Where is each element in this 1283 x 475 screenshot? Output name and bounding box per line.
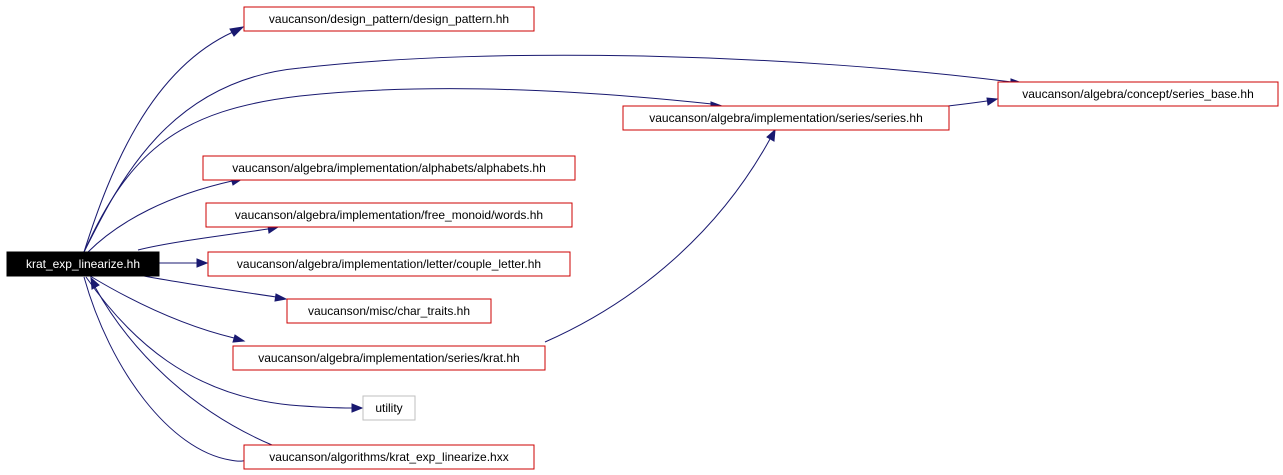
node-krat[interactable]: vaucanson/algebra/implementation/series/… — [232, 345, 546, 371]
node-char-traits[interactable]: vaucanson/misc/char_traits.hh — [286, 298, 492, 324]
edge-krat-exp-linearize-hxx-to-root — [90, 276, 273, 446]
node-series[interactable]: vaucanson/algebra/implementation/series/… — [622, 105, 950, 131]
node-words[interactable]: vaucanson/algebra/implementation/free_mo… — [205, 202, 573, 228]
edge-root-to-couple-letter — [159, 258, 209, 268]
edge-root-to-utility — [85, 276, 364, 413]
node-utility-label: utility — [375, 401, 402, 415]
node-design-pattern-label: vaucanson/design_pattern/design_pattern.… — [269, 12, 509, 26]
node-char-traits-label: vaucanson/misc/char_traits.hh — [308, 304, 470, 318]
edge-root-to-char-traits — [143, 275, 288, 302]
node-couple-letter[interactable]: vaucanson/algebra/implementation/letter/… — [207, 251, 571, 277]
node-root[interactable]: krat_exp_linearize.hh — [6, 251, 160, 277]
node-root-label: krat_exp_linearize.hh — [26, 257, 140, 271]
node-design-pattern[interactable]: vaucanson/design_pattern/design_pattern.… — [243, 6, 535, 32]
nodes: krat_exp_linearize.hh vaucanson/design_p… — [6, 6, 1279, 470]
node-krat-exp-linearize-hxx-label: vaucanson/algorithms/krat_exp_linearize.… — [269, 450, 508, 464]
node-alphabets-label: vaucanson/algebra/implementation/alphabe… — [232, 161, 546, 175]
edge-root-to-design-pattern — [83, 26, 245, 253]
node-couple-letter-label: vaucanson/algebra/implementation/letter/… — [237, 257, 541, 271]
node-utility[interactable]: utility — [362, 395, 416, 421]
node-krat-label: vaucanson/algebra/implementation/series/… — [258, 351, 519, 365]
edge-root-to-krat — [89, 275, 246, 343]
edge-krat-to-series — [544, 128, 776, 343]
node-series-base[interactable]: vaucanson/algebra/concept/series_base.hh — [997, 81, 1279, 107]
edge-series-to-series-base — [947, 97, 999, 107]
node-alphabets[interactable]: vaucanson/algebra/implementation/alphabe… — [202, 155, 576, 181]
edges — [83, 26, 1024, 464]
edge-root-to-krat-exp-linearize-hxx — [83, 276, 260, 464]
node-series-label: vaucanson/algebra/implementation/series/… — [649, 111, 923, 125]
edge-root-to-words — [137, 225, 280, 251]
node-words-label: vaucanson/algebra/implementation/free_mo… — [235, 208, 543, 222]
node-series-base-label: vaucanson/algebra/concept/series_base.hh — [1022, 87, 1254, 101]
node-krat-exp-linearize-hxx[interactable]: vaucanson/algorithms/krat_exp_linearize.… — [243, 444, 535, 470]
